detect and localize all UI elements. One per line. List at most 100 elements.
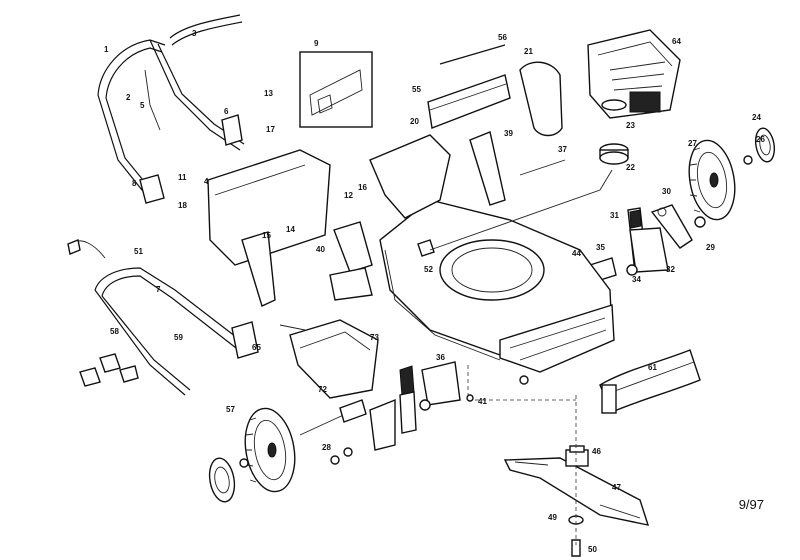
part-label: 58 <box>110 327 119 336</box>
bracket-39 <box>469 131 506 206</box>
washer-right <box>743 155 753 165</box>
part-label: 1 <box>104 45 109 54</box>
part-label: 12 <box>344 191 353 200</box>
part-label: 24 <box>752 113 761 122</box>
part-label: 55 <box>412 85 421 94</box>
part-label: 29 <box>706 243 715 252</box>
part-label: 72 <box>318 385 327 394</box>
engine <box>587 29 681 119</box>
part-label: 46 <box>592 447 601 456</box>
rear-shield <box>599 349 701 414</box>
hub-cap-left <box>208 457 236 503</box>
part-label: 59 <box>174 333 183 342</box>
mower-deck <box>379 199 615 373</box>
upper-handle <box>97 39 245 201</box>
discharge-flap <box>519 61 563 137</box>
part-label: 35 <box>596 243 605 252</box>
part-label: 41 <box>478 397 487 406</box>
part-label-group: 1 2 3 4 5 6 7 8 9 11 12 13 14 15 16 17 1… <box>104 29 765 554</box>
deck-bracket <box>333 221 373 273</box>
part-label: 16 <box>358 183 367 192</box>
handle-bracket <box>221 114 243 146</box>
part-label: 64 <box>672 37 681 46</box>
deck-bracket-lower <box>329 267 373 301</box>
blade <box>503 457 650 526</box>
part-label: 7 <box>156 285 161 294</box>
control-cable <box>144 69 161 131</box>
plate-panel <box>299 51 373 128</box>
bolt-34-left <box>419 399 431 411</box>
part-label: 23 <box>626 121 635 130</box>
height-adjuster-left <box>369 361 461 451</box>
bolt-28 <box>330 455 340 465</box>
part-label: 3 <box>192 29 197 38</box>
date-code: 9/97 <box>738 497 764 512</box>
part-label: 32 <box>666 265 675 274</box>
axle-bolt <box>339 399 367 423</box>
part-label: 13 <box>264 89 273 98</box>
assembly-guidelines <box>279 159 613 331</box>
part-label: 28 <box>322 443 331 452</box>
part-label: 14 <box>286 225 295 234</box>
rear-door <box>427 44 511 129</box>
part-label: 27 <box>688 139 697 148</box>
rear-wheel-right <box>688 139 736 221</box>
part-label: 26 <box>756 135 765 144</box>
part-label: 39 <box>504 129 513 138</box>
handle-knobs-lower <box>79 353 139 387</box>
bolt-41 <box>466 394 474 402</box>
part-label: 21 <box>524 47 533 56</box>
control-bar <box>169 14 243 46</box>
part-label: 37 <box>558 145 567 154</box>
part-label: 44 <box>572 249 581 258</box>
part-label: 56 <box>498 33 507 42</box>
part-label: 4 <box>204 177 209 186</box>
part-label: 65 <box>252 343 261 352</box>
part-label: 30 <box>662 187 671 196</box>
part-label: 2 <box>126 93 131 102</box>
part-label: 11 <box>178 173 187 182</box>
rear-wheel-left <box>244 407 296 493</box>
baffle <box>241 231 276 307</box>
rope-guide <box>67 239 81 255</box>
handle-knob-bracket <box>139 174 165 204</box>
part-label: 50 <box>588 545 597 554</box>
part-label: 57 <box>226 405 235 414</box>
part-label: 73 <box>370 333 379 342</box>
height-adjuster-right <box>627 204 693 273</box>
lower-handle <box>94 267 241 396</box>
bolt-55 <box>519 375 529 385</box>
part-label: 8 <box>132 179 137 188</box>
part-label: 40 <box>316 245 325 254</box>
part-label: 9 <box>314 39 319 48</box>
handle-bracket-65 <box>231 321 259 359</box>
mulch-baffle <box>289 319 379 399</box>
rear-skirt <box>207 134 451 266</box>
part-label: 51 <box>134 247 143 256</box>
part-label: 49 <box>548 513 557 522</box>
hub-cap-right <box>754 127 776 163</box>
bolt-34-right <box>626 264 638 276</box>
part-label: 22 <box>626 163 635 172</box>
part-label: 6 <box>224 107 229 116</box>
part-label: 52 <box>424 265 433 274</box>
bolt-29-left <box>343 447 353 457</box>
part-label: 34 <box>632 275 641 284</box>
part-label: 15 <box>262 231 271 240</box>
part-label: 5 <box>140 101 145 110</box>
pulley <box>599 143 629 165</box>
blade-adapter <box>565 445 589 467</box>
bolt-29-right <box>694 216 706 228</box>
part-label: 47 <box>612 483 621 492</box>
part-label: 20 <box>410 117 419 126</box>
washer-left <box>239 458 249 468</box>
part-label: 61 <box>648 363 657 372</box>
part-label: 36 <box>436 353 445 362</box>
part-label: 17 <box>266 125 275 134</box>
part-label: 31 <box>610 211 619 220</box>
blade-bolt <box>571 539 581 557</box>
bolt-52 <box>417 239 435 257</box>
part-label: 18 <box>178 201 187 210</box>
